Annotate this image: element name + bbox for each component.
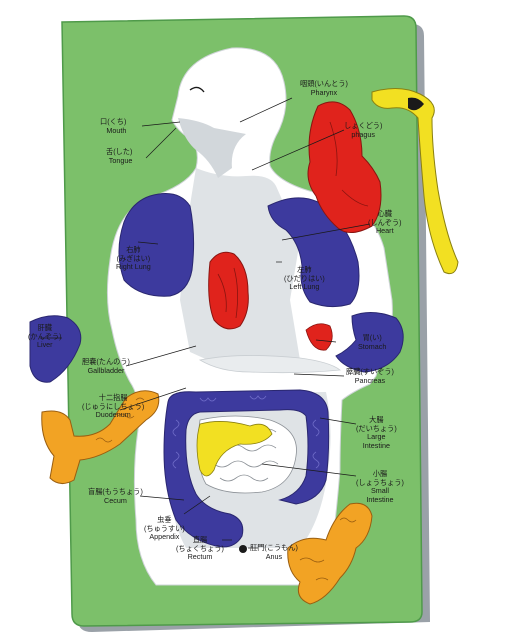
- stomach-en: Stomach: [358, 341, 387, 351]
- label-duodenum: 十二指腸 (じゅうにしちょう) Duodenum: [82, 393, 145, 420]
- esophagus-heart-piece: [307, 101, 382, 233]
- large-intestine-jp1: 大腸: [369, 415, 384, 424]
- anus-en: Anus: [265, 551, 283, 561]
- eye-mark: [189, 86, 205, 93]
- pancreas-en: Pancreas: [354, 375, 386, 385]
- duodenum-piece: [41, 390, 160, 484]
- appendix-en: Appendix: [149, 532, 180, 542]
- label-gallbladder: 胆嚢(たんのう) Gallbladder: [82, 357, 130, 375]
- large-intestine-texture: [172, 395, 320, 469]
- pancreas-loose-texture: [299, 517, 357, 581]
- cecum-en: Cecum: [104, 495, 127, 505]
- label-mouth: 口(くち) Mouth: [100, 117, 127, 135]
- label-right-lung: 右肺 (みぎはい) Right Lung: [116, 245, 151, 272]
- label-anus: 肛門(こうもん) Anus: [250, 543, 298, 561]
- mouth-jp: 口(くち): [100, 117, 127, 126]
- label-liver: 肝臓 (かんぞう) Liver: [28, 323, 62, 350]
- red-small-piece: [305, 323, 333, 351]
- tongue-en: Tongue: [108, 155, 133, 165]
- rectum-jp1: 直腸: [192, 535, 208, 544]
- small-intestine-en1: Small: [370, 486, 389, 496]
- label-heart: 心臓 (しんぞう) Heart: [368, 209, 402, 236]
- mouth-en: Mouth: [106, 125, 127, 135]
- duodenum-texture: [95, 397, 145, 443]
- left-lung-en: Left Lung: [289, 282, 320, 292]
- label-pancreas: 膵臓(すいぞう) Pancreas: [346, 367, 394, 385]
- label-appendix: 虫垂 (ちゅうすい) Appendix: [144, 515, 185, 542]
- pancreas-loose-piece: [287, 502, 373, 605]
- duodenum-en: Duodenum: [95, 410, 131, 420]
- esophagus-en: phagus: [351, 129, 375, 139]
- rectum-en: Rectum: [187, 552, 213, 562]
- right-lung-jp2: (みぎはい): [116, 253, 151, 263]
- esophagus-loose-piece: [371, 88, 459, 275]
- liver-jp1: 肝臓: [37, 323, 52, 332]
- pharynx-en: Pharynx: [310, 87, 338, 97]
- cecum-jp: 盲腸(もうちょう): [88, 487, 143, 496]
- heart-en: Heart: [375, 226, 394, 236]
- label-large-intestine: 大腸 (だいちょう) Large Intestine: [356, 415, 397, 450]
- duodenum-jp1: 十二指腸: [98, 393, 128, 402]
- label-left-lung: 左肺 (ひだりはい) Left Lung: [284, 265, 325, 292]
- heart-jp2: (しんぞう): [368, 217, 402, 227]
- label-pharynx: 咽頭(いんとう) Pharynx: [300, 79, 348, 97]
- large-intestine-en2: Intestine: [362, 440, 390, 450]
- liver-en: Liver: [36, 340, 53, 350]
- duodenum-jp2: (じゅうにしちょう): [82, 401, 145, 411]
- pharynx-jp: 咽頭(いんとう): [300, 79, 348, 88]
- appendix-jp1: 虫垂: [157, 515, 172, 524]
- large-intestine-en1: Large: [367, 432, 386, 442]
- label-tongue: 舌(した) Tongue: [106, 147, 133, 165]
- right-lung-en: Right Lung: [116, 262, 151, 272]
- tongue-jp: 舌(した): [106, 147, 133, 156]
- pancreas-slot: [198, 355, 342, 374]
- anus-marker: [239, 545, 247, 553]
- small-intestine-jp1: 小腸: [372, 469, 388, 478]
- large-intestine-jp2: (だいちょう): [356, 423, 397, 433]
- pancreas-jp: 膵臓(すいぞう): [346, 367, 394, 376]
- esophagus-loose-notch: [408, 97, 424, 111]
- large-intestine-piece: [163, 389, 330, 548]
- heart-jp1: 心臓: [377, 209, 392, 218]
- label-stomach: 胃(い) Stomach: [358, 333, 387, 351]
- left-lung-jp2: (ひだりはい): [284, 273, 325, 283]
- heart-detail: [217, 267, 238, 319]
- label-rectum: 直腸 (ちょくちょう) Rectum: [176, 535, 224, 562]
- leader-lines: [40, 97, 371, 549]
- label-cecum: 盲腸(もうちょう) Cecum: [88, 487, 143, 505]
- heart-piece: [208, 251, 249, 330]
- right-lung-jp1: 右肺: [126, 245, 141, 254]
- label-small-intestine: 小腸 (しょうちょう) Small Intestine: [356, 469, 404, 504]
- stomach-piece: [335, 312, 404, 373]
- small-intestine-jp2: (しょうちょう): [356, 477, 404, 487]
- left-lung-jp1: 左肺: [297, 265, 312, 274]
- liver-jp2: (かんぞう): [28, 331, 62, 341]
- liver-piece: [29, 315, 82, 383]
- yellow-inner-piece: [196, 421, 273, 477]
- rectum-jp2: (ちょくちょう): [176, 543, 224, 553]
- stomach-jp: 胃(い): [362, 333, 382, 342]
- anus-jp: 肛門(こうもん): [250, 543, 298, 552]
- right-lung-piece: [118, 193, 195, 297]
- small-intestine-en2: Intestine: [366, 494, 394, 504]
- label-esophagus: しょくどう) phagus: [344, 121, 383, 139]
- gallbladder-en: Gallbladder: [87, 365, 125, 375]
- esophagus-jp: しょくどう): [344, 121, 383, 130]
- gallbladder-jp: 胆嚢(たんのう): [82, 357, 130, 366]
- throat-cavity: [178, 118, 246, 178]
- appendix-jp2: (ちゅうすい): [144, 523, 185, 533]
- esophagus-heart-detail: [329, 121, 369, 207]
